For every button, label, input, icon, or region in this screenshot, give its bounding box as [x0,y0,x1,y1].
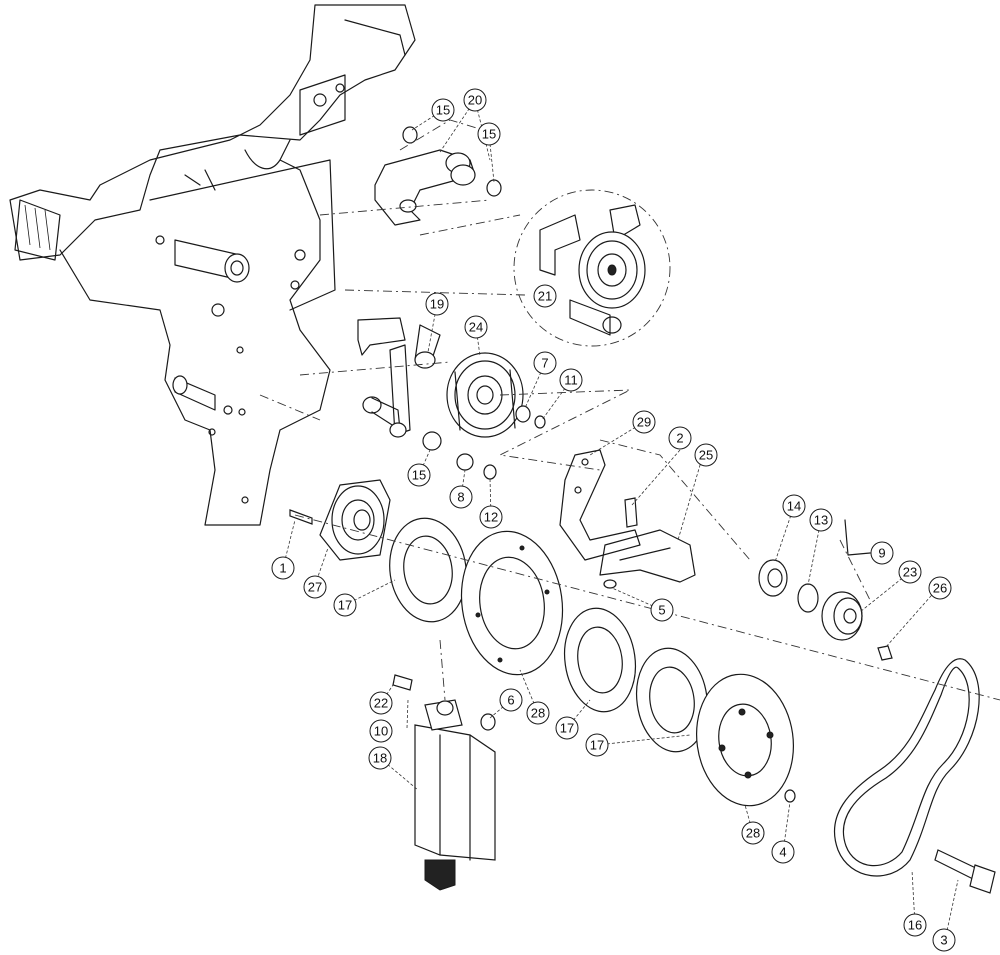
callout-label: 29 [637,415,651,430]
plate-28-b [695,673,795,807]
clip-5 [603,579,617,589]
callout-label: 8 [457,490,464,505]
callout-23: 23 [898,560,922,584]
plate-28-a [460,530,564,676]
callout-label: 9 [878,546,885,561]
callout-label: 28 [531,706,545,721]
snap-ring-13 [797,583,819,613]
callout-25: 25 [694,443,718,467]
gasket-17-a [389,517,467,623]
callout-11: 11 [559,368,583,392]
linkage-assembly-20 [374,126,502,226]
callout-label: 19 [430,297,444,312]
washer-8 [456,453,474,471]
callout-label: 15 [436,103,450,118]
ring-11 [534,415,546,429]
callout-15-b: 15 [477,122,501,146]
callout-label: 4 [779,845,786,860]
actuator-18 [414,699,496,891]
callout-2: 2 [668,426,692,450]
key-26 [877,645,893,661]
pulley-23 [821,591,863,641]
callout-4: 4 [771,840,795,864]
callout-12: 12 [479,505,503,529]
pin-2 [624,497,638,528]
callout-24: 24 [464,315,488,339]
callout-label: 15 [412,468,426,483]
callout-9: 9 [870,541,894,565]
callout-label: 11 [564,373,578,388]
callout-28-a: 28 [526,701,550,725]
callout-label: 21 [538,289,552,304]
callout-20: 20 [463,88,487,112]
callout-17-b: 17 [555,716,579,740]
bearing-14 [758,559,788,597]
callout-label: 17 [590,738,604,753]
callout-label: 14 [787,499,801,514]
gasket-17-b [563,607,637,713]
callout-15-c: 15 [407,463,431,487]
callout-3: 3 [932,928,956,952]
washer-7 [515,405,531,423]
callout-18: 18 [368,746,392,770]
callout-label: 16 [908,918,922,933]
callout-1: 1 [271,556,295,580]
callout-8: 8 [449,485,473,509]
callout-label: 7 [541,356,548,371]
callout-label: 1 [279,561,286,576]
callout-label: 22 [374,696,388,711]
callout-label: 3 [940,933,947,948]
callout-label: 13 [814,513,828,528]
callout-label: 15 [482,127,496,142]
callout-15-a: 15 [431,98,455,122]
callout-16: 16 [903,913,927,937]
bracket-assembly-19 [357,317,442,451]
callout-label: 18 [373,751,387,766]
callout-26: 26 [928,576,952,600]
assembly-axis-lines [259,119,1000,701]
callout-13: 13 [809,508,833,532]
callout-21: 21 [533,284,557,308]
callout-label: 17 [560,721,574,736]
callout-label: 2 [676,431,683,446]
callout-label: 28 [746,826,760,841]
callout-19: 19 [425,292,449,316]
bolt-3 [934,849,996,894]
callout-17-c: 17 [585,733,609,757]
arm-29 [559,449,641,561]
bracket-25 [599,529,696,583]
callout-22: 22 [369,691,393,715]
callout-label: 5 [658,603,665,618]
callout-label: 17 [338,598,352,613]
callout-label: 25 [699,448,713,463]
callout-29: 29 [632,410,656,434]
callout-28-b: 28 [741,821,765,845]
callout-5: 5 [650,598,674,622]
nut-4 [784,789,796,803]
callout-label: 27 [308,580,322,595]
pin-22 [392,674,413,691]
callout-7: 7 [533,351,557,375]
belt-16 [833,658,980,877]
detail-view-21 [513,189,671,347]
callout-label: 23 [903,565,917,580]
callout-label: 26 [933,581,947,596]
hub-27 [319,479,391,561]
callout-label: 12 [484,510,498,525]
callout-label: 24 [469,320,483,335]
callout-17-a: 17 [333,593,357,617]
pin-9 [844,519,871,556]
ring-12 [483,464,497,480]
callout-label: 6 [507,693,514,708]
main-frame [9,4,416,526]
callout-label: 10 [374,724,388,739]
washer-6 [480,713,496,731]
callout-6: 6 [499,688,523,712]
callout-27: 27 [303,575,327,599]
callout-14: 14 [782,494,806,518]
pulley-24 [446,352,524,438]
callout-label: 20 [468,93,482,108]
callout-10: 10 [369,719,393,743]
